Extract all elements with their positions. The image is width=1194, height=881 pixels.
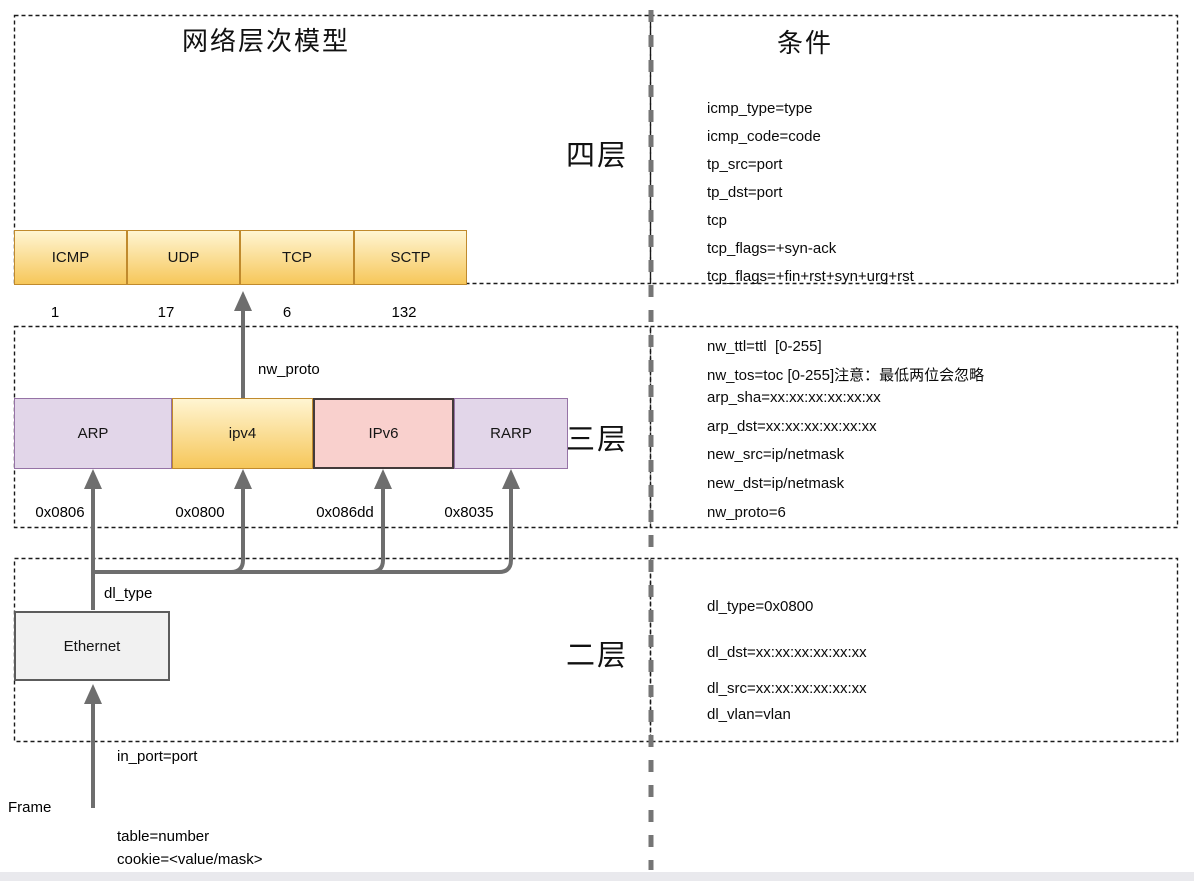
- sctp-box: SCTP: [354, 230, 467, 285]
- left-l3-section-border: [13, 325, 652, 529]
- up-arrowhead-arp: [84, 469, 102, 489]
- l2-condition-item: dl_dst=xx:xx:xx:xx:xx:xx: [707, 644, 867, 661]
- cookie-label: cookie=<value/mask>: [117, 851, 263, 868]
- right-title: 条件: [776, 28, 833, 58]
- nw-proto-arrow-label: nw_proto: [258, 361, 320, 378]
- l3-condition-item: nw_tos=toc [0-255]注意：最低两位会忽略: [707, 367, 985, 384]
- arp-box: ARP: [14, 398, 172, 469]
- ipv6-ethertype-label: 0x086dd: [316, 504, 374, 521]
- connector-lines: [91, 309, 513, 808]
- up-arrowhead-rarp: [502, 469, 520, 489]
- right-l2-section-border: [649, 557, 1179, 743]
- l4-condition-item: tp_src=port: [707, 156, 783, 173]
- arp-ethertype-label: 0x0806: [35, 504, 85, 521]
- tcp-proto-number: 6: [282, 304, 292, 321]
- layer2-label: 二层: [566, 640, 629, 672]
- l4-condition-item: icmp_type=type: [707, 100, 813, 117]
- l3-condition-item: nw_proto=6: [707, 504, 786, 521]
- up-arrowhead-ethernet: [84, 684, 102, 704]
- l4-condition-item: tp_dst=port: [707, 184, 783, 201]
- ipv6-box: IPv6: [313, 398, 454, 469]
- l3-condition-item: new_dst=ip/netmask: [707, 475, 845, 492]
- l4-condition-item: icmp_code=code: [707, 128, 821, 145]
- l2-condition-item: dl_type=0x0800: [707, 598, 814, 615]
- window-bottom-edge: [0, 872, 1194, 881]
- udp-proto-number: 17: [157, 304, 175, 321]
- layer3-label: 三层: [566, 424, 629, 456]
- l3-condition-item: arp_dst=xx:xx:xx:xx:xx:xx: [707, 418, 877, 435]
- up-arrowhead-ipv6: [374, 469, 392, 489]
- left-l2-section-border: [13, 557, 652, 743]
- ipv4-ethertype-label: 0x0800: [175, 504, 225, 521]
- rarp-ethertype-label: 0x8035: [444, 504, 494, 521]
- up-arrowhead-ipv4: [234, 469, 252, 489]
- l2-condition-item: dl_src=xx:xx:xx:xx:xx:xx: [707, 680, 867, 697]
- in-port-label: in_port=port: [117, 748, 198, 765]
- icmp-proto-number: 1: [50, 304, 60, 321]
- l4-condition-item: tcp_flags=+fin+rst+syn+urg+rst: [707, 268, 914, 285]
- l3-condition-item: nw_ttl=ttl [0-255]: [707, 338, 822, 355]
- l4-condition-item: tcp: [707, 212, 728, 229]
- icmp-box: ICMP: [14, 230, 127, 285]
- dl-type-arrow-label: dl_type: [104, 585, 153, 602]
- layer4-label: 四层: [566, 140, 629, 172]
- up-arrowhead-nw-proto: [234, 291, 252, 311]
- l2-condition-item: dl_vlan=vlan: [707, 706, 791, 723]
- l4-condition-item: tcp_flags=+syn-ack: [707, 240, 837, 257]
- frame-label: Frame: [8, 799, 52, 816]
- ethernet-to-rarp-line: [93, 486, 513, 574]
- sctp-proto-number: 132: [391, 304, 417, 321]
- right-l4-section-border: [649, 14, 1179, 285]
- rarp-box: RARP: [454, 398, 568, 469]
- ipv4-box: ipv4: [172, 398, 313, 469]
- table-label: table=number: [117, 828, 210, 845]
- udp-box: UDP: [127, 230, 240, 285]
- ethernet-box: Ethernet: [14, 611, 170, 681]
- l3-condition-item: arp_sha=xx:xx:xx:xx:xx:xx: [707, 389, 881, 406]
- left-title: 网络层次模型: [181, 26, 350, 56]
- arrowheads: [84, 291, 520, 704]
- tcp-box: TCP: [240, 230, 354, 285]
- l3-condition-item: new_src=ip/netmask: [707, 446, 845, 463]
